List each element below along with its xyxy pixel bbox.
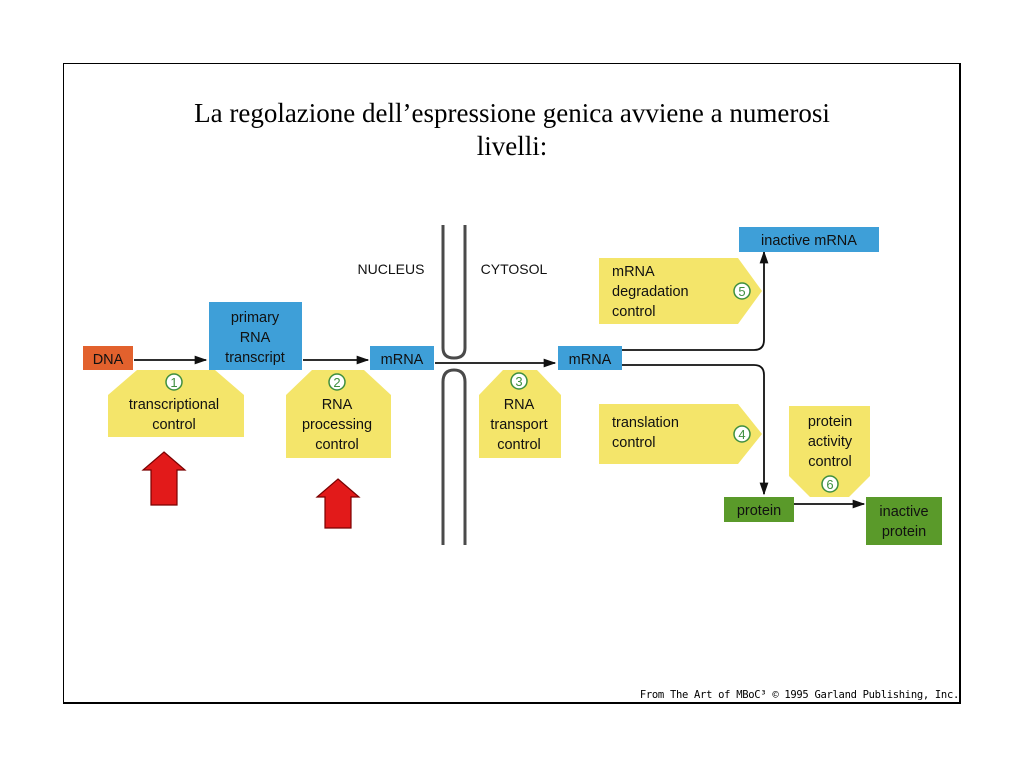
control-2-line-2: processing bbox=[302, 417, 372, 433]
control-3-line-2: transport bbox=[490, 417, 547, 433]
control-5-number: 5 bbox=[738, 284, 745, 299]
arrow-to-protein bbox=[622, 364, 769, 496]
inactive-protein-box bbox=[866, 497, 942, 545]
control-4-shape bbox=[599, 404, 762, 464]
primary-transcript-line-2: RNA bbox=[240, 330, 271, 346]
control-3-line-1: RNA bbox=[504, 397, 535, 413]
control-1-shape bbox=[108, 370, 244, 437]
control-5-line-2: degradation bbox=[612, 284, 689, 300]
node-inactive-mrna: inactive mRNA bbox=[739, 227, 879, 252]
control-4-badge bbox=[733, 425, 751, 443]
control-6-line-3: control bbox=[808, 454, 852, 470]
inactive-mrna-label: inactive mRNA bbox=[761, 233, 857, 249]
control-1-line-1: transcriptional bbox=[129, 397, 219, 413]
primary-transcript-box bbox=[209, 302, 302, 370]
control-2-line-3: control bbox=[315, 437, 359, 453]
control-6-line-1: protein bbox=[808, 414, 852, 430]
primary-transcript-line-1: primary bbox=[231, 310, 280, 326]
control-3-rna-transport: 3 RNA transport control bbox=[479, 370, 561, 458]
title-line-2: livelli: bbox=[476, 131, 548, 161]
nucleus-label: NUCLEUS bbox=[358, 261, 425, 277]
node-primary-transcript: primary RNA transcript bbox=[209, 302, 302, 370]
membrane-top-pore bbox=[441, 225, 467, 360]
protein-label: protein bbox=[737, 503, 781, 519]
inactive-protein-line-1: inactive bbox=[879, 504, 928, 520]
arrow-to-inactive-mrna bbox=[622, 250, 769, 351]
node-mrna-cytosol: mRNA bbox=[558, 346, 622, 370]
control-6-line-2: activity bbox=[808, 434, 853, 450]
mrna-nucleus-label: mRNA bbox=[381, 352, 424, 368]
primary-transcript-line-3: transcript bbox=[225, 350, 285, 366]
dna-label: DNA bbox=[93, 352, 124, 368]
protein-box bbox=[724, 497, 794, 522]
node-inactive-protein: inactive protein bbox=[866, 497, 942, 545]
control-6-badge bbox=[821, 475, 839, 493]
inactive-mrna-box bbox=[739, 227, 879, 252]
image-credit: From The Art of MBoC³ © 1995 Garland Pub… bbox=[639, 689, 959, 701]
control-2-shape bbox=[286, 370, 391, 458]
control-4-line-2: control bbox=[612, 435, 656, 451]
control-5-shape bbox=[599, 258, 762, 324]
control-1-number: 1 bbox=[170, 375, 177, 390]
cytosol-label: CYTOSOL bbox=[481, 261, 548, 277]
control-1-badge bbox=[165, 373, 183, 391]
control-3-badge bbox=[510, 372, 528, 390]
node-dna: DNA bbox=[83, 346, 133, 370]
control-6-protein-activity: protein activity control 6 bbox=[789, 406, 870, 497]
pathway-arrows bbox=[134, 250, 866, 509]
mrna-nucleus-box bbox=[370, 346, 434, 370]
control-1-transcriptional: 1 transcriptional control bbox=[108, 370, 244, 437]
control-3-line-3: control bbox=[497, 437, 541, 453]
control-5-badge bbox=[733, 282, 751, 300]
control-1-line-2: control bbox=[152, 417, 196, 433]
control-4-translation: 4 translation control bbox=[599, 404, 762, 464]
node-protein: protein bbox=[724, 497, 794, 522]
control-5-line-3: control bbox=[612, 304, 656, 320]
mrna-cytosol-box bbox=[558, 346, 622, 370]
control-6-shape bbox=[789, 406, 870, 497]
control-2-rna-processing: 2 RNA processing control bbox=[286, 370, 391, 458]
control-4-line-1: translation bbox=[612, 415, 679, 431]
highlight-arrow-transcriptional bbox=[141, 451, 187, 506]
title-line-1: La regolazione dell’espressione genica a… bbox=[194, 98, 830, 128]
nuclear-membrane bbox=[441, 225, 467, 545]
slide-title: La regolazione dell’espressione genica a… bbox=[63, 97, 961, 163]
mrna-cytosol-label: mRNA bbox=[569, 352, 612, 368]
node-mrna-nucleus: mRNA bbox=[370, 346, 434, 370]
dna-box bbox=[83, 346, 133, 370]
control-6-number: 6 bbox=[826, 477, 833, 492]
control-4-number: 4 bbox=[738, 427, 745, 442]
control-2-line-1: RNA bbox=[322, 397, 353, 413]
membrane-bottom-pore bbox=[441, 368, 467, 545]
control-2-number: 2 bbox=[333, 375, 340, 390]
control-5-line-1: mRNA bbox=[612, 264, 655, 280]
control-3-number: 3 bbox=[515, 374, 522, 389]
inactive-protein-line-2: protein bbox=[882, 524, 926, 540]
highlight-arrow-rna-processing bbox=[315, 478, 361, 529]
control-3-shape bbox=[479, 370, 561, 458]
control-2-badge bbox=[328, 373, 346, 391]
control-5-mrna-degradation: 5 mRNA degradation control bbox=[599, 258, 762, 324]
